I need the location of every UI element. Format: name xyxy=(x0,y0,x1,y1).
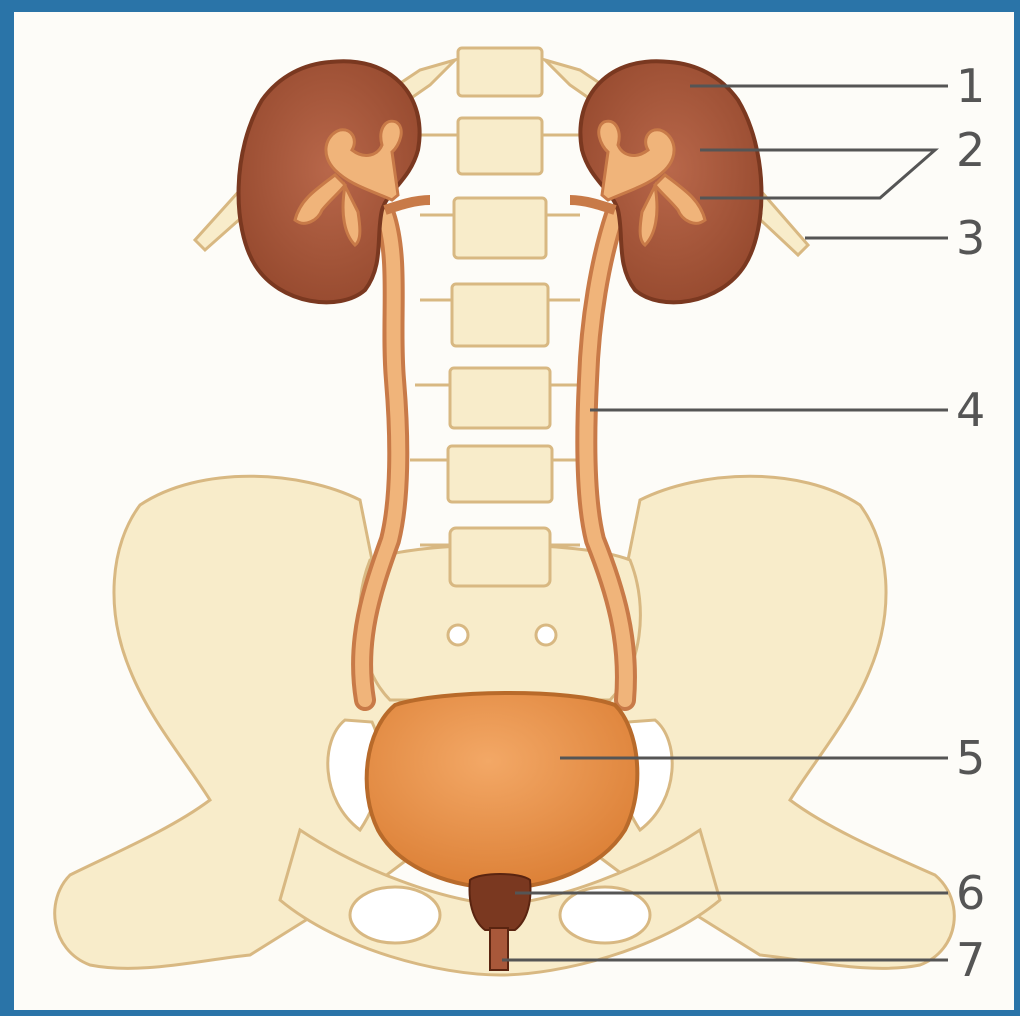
vertebra-1 xyxy=(458,48,542,96)
label-5: 5 xyxy=(956,731,985,785)
vertebra-6 xyxy=(448,446,552,502)
vertebra-3 xyxy=(454,198,546,258)
label-2: 2 xyxy=(956,123,985,177)
label-4: 4 xyxy=(956,383,985,437)
vertebra-2 xyxy=(458,118,542,174)
number-labels: 1 2 3 4 5 6 7 xyxy=(956,59,985,987)
label-1: 1 xyxy=(956,59,985,113)
vertebra-7 xyxy=(450,528,550,586)
label-7: 7 xyxy=(956,933,985,987)
sphincter xyxy=(470,874,531,930)
sacral-hole-right xyxy=(536,625,556,645)
urethra-tube xyxy=(490,928,508,970)
sacral-hole-left xyxy=(448,625,468,645)
label-6: 6 xyxy=(956,866,985,920)
vertebra-4 xyxy=(452,284,548,346)
bladder xyxy=(367,693,638,888)
left-obturator xyxy=(350,887,440,943)
right-obturator xyxy=(560,887,650,943)
label-3: 3 xyxy=(956,211,985,265)
vertebra-5 xyxy=(450,368,550,428)
